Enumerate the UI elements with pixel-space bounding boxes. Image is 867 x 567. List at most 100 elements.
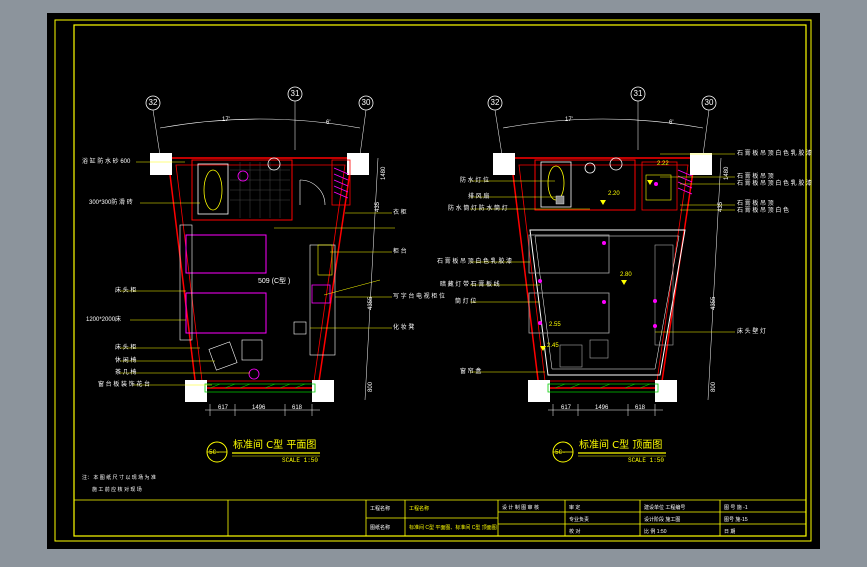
titleblock-cell: 日 期: [724, 529, 736, 535]
downlight: [653, 299, 657, 303]
annotation: 窗 帘 盒: [460, 369, 482, 375]
dimension-text: 4355: [368, 296, 374, 310]
scale-label: SCALE 1:50: [282, 457, 319, 464]
grid-label: 31: [633, 89, 643, 98]
titleblock-label: 工程名称: [370, 506, 391, 512]
annotation: 床 头 壁 灯: [737, 329, 767, 335]
annotation: 石 膏 板 吊 顶 白 色: [737, 208, 790, 214]
annotation: 石 膏 板 吊 顶 白 色 乳 胶 漆: [437, 259, 513, 265]
title-symbol-label: 5C-: [555, 449, 566, 456]
dimension-text: 1480: [724, 166, 730, 180]
annotation: 暗 藏 灯 带 石 膏 板 线: [440, 282, 500, 288]
titleblock-cell: 建设单位 工程编号: [644, 505, 686, 511]
dimension-text: 1480: [381, 166, 387, 180]
headboard: [179, 224, 193, 341]
annotation: 排 风 扇: [468, 194, 490, 200]
annotation: 休 闲 椅: [115, 358, 137, 364]
annotation: 床 头 柜: [115, 288, 137, 294]
ceiling-level: 2.45: [547, 343, 559, 349]
annotation: 浴 缸 防 水 砂 600: [82, 159, 131, 165]
planter: [204, 383, 316, 393]
titleblock-cell: 设计阶段 施工图: [644, 517, 681, 523]
grid-label: 30: [704, 98, 714, 107]
dimension-text: 6': [669, 120, 674, 126]
grid-label: 32: [148, 98, 158, 107]
titleblock-cell: 专业负责: [569, 517, 590, 523]
toilet: [267, 157, 281, 171]
column: [347, 153, 369, 175]
level-marker: [600, 200, 606, 205]
annotation: 1200*2000床: [86, 317, 122, 323]
bed: [185, 234, 267, 274]
dimension-text: 617: [561, 405, 572, 411]
grid-label: 32: [490, 98, 500, 107]
column: [150, 153, 172, 175]
downlight: [602, 241, 606, 245]
annotation: 石 膏 板 吊 顶 白 色 乳 胶 漆: [737, 151, 813, 157]
wardrobe: [331, 159, 351, 206]
titleblock-cell: 图号 施-15: [724, 517, 748, 523]
annotation: 柜 台: [393, 249, 407, 255]
door-swing: [299, 179, 326, 206]
dimension-text: 4355: [711, 296, 717, 310]
ceiling-level: 2.80: [620, 272, 632, 278]
washbasin: [237, 170, 249, 182]
annotation: 筒 灯 位: [455, 299, 477, 305]
bathtub: [197, 163, 229, 215]
armchair: [208, 341, 238, 371]
annotation: 窗 台 板 装 饰 花 台: [98, 382, 151, 388]
titleblock-project: 工程名称: [409, 506, 430, 512]
drawing-title: 标准间 C型 顶面图: [579, 440, 663, 451]
column: [690, 153, 712, 175]
drawing-title: 标准间 C型 平面图: [233, 440, 317, 451]
left-floor-plan: [120, 86, 395, 463]
column: [655, 380, 677, 402]
dimension-text: 618: [635, 405, 646, 411]
titleblock-cell: 校 对: [569, 529, 581, 535]
column: [312, 380, 334, 402]
titleblock-cell: 比 例 1:50: [644, 529, 667, 535]
exhaust-fan: [555, 195, 565, 205]
annotation: 300*300防 滑 砖: [89, 200, 133, 206]
top-dimension-line: [159, 118, 361, 129]
dimension-text: 435: [718, 201, 724, 212]
general-note: 施 工 前 应 核 对 现 场: [92, 487, 142, 493]
grid-label: 30: [361, 98, 371, 107]
column: [493, 153, 515, 175]
column: [185, 380, 207, 402]
downlight: [602, 300, 606, 304]
dimension-text: 800: [711, 381, 717, 392]
title-symbol-label: 5C-: [209, 449, 220, 456]
dimension-text: 17': [565, 117, 573, 123]
dimension-text: 17': [222, 117, 230, 123]
dimension-text: 618: [292, 405, 303, 411]
annotation: 化 妆 凳: [393, 325, 415, 331]
annotation: 防 水 筒 灯 防 水 筒 灯: [448, 206, 508, 212]
title-block: [74, 499, 806, 536]
level-marker: [621, 280, 627, 285]
dimension-text: 617: [218, 405, 229, 411]
ceiling-cove: [529, 229, 686, 376]
dimension-text: 435: [375, 201, 381, 212]
annotation: 床 头 柜: [115, 345, 137, 351]
annotation: 石 膏 板 吊 顶: [737, 201, 774, 207]
inner-frame: [73, 24, 807, 537]
outer-frame: [54, 19, 812, 542]
titleblock-cell: 图 号 施 -1: [724, 505, 748, 511]
titleblock-label: 图纸名称: [370, 525, 391, 531]
downlight: [538, 321, 542, 325]
titleblock-drawing-name: 标准间 C型 平面图、标准间 C型 顶面图: [409, 525, 497, 531]
downlight: [653, 324, 657, 328]
ceiling-level: 2.55: [549, 322, 561, 328]
annotation: 写 字 台 电 视 柜 位: [393, 294, 446, 300]
ceiling-level: 2.22: [657, 161, 669, 167]
annotation: 石 膏 板 吊 顶: [737, 174, 774, 180]
annotation: 防 水 灯 位: [460, 178, 490, 184]
ceiling-level: 2.20: [608, 191, 620, 197]
bed: [185, 292, 267, 334]
room-label: 509 (C型 ): [258, 278, 291, 285]
downlight: [538, 279, 542, 283]
level-marker: [540, 346, 546, 351]
